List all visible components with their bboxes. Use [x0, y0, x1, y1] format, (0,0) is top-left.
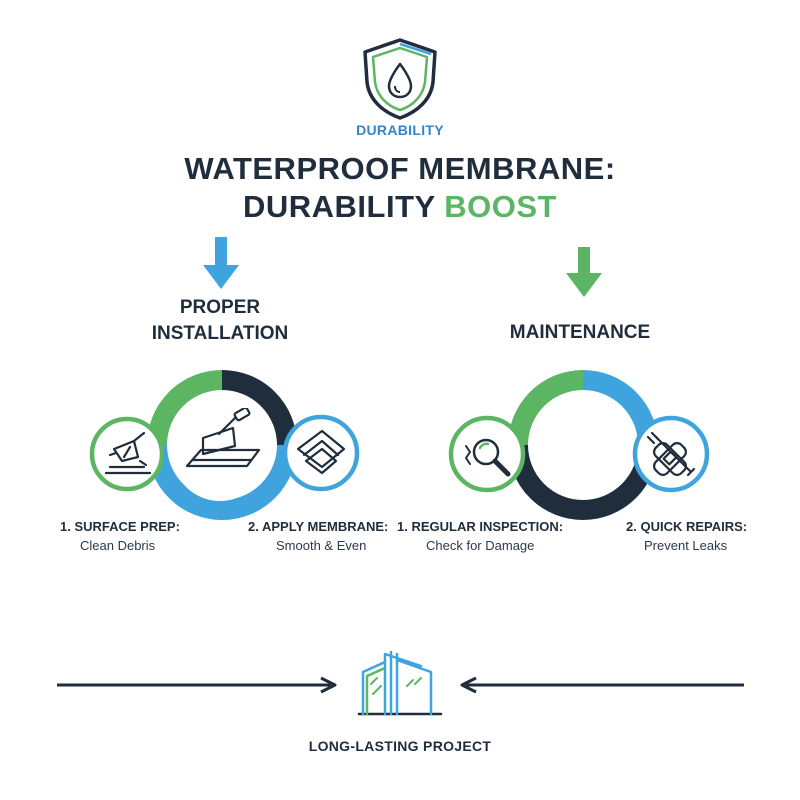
title-main: DURABILITY: [242, 189, 436, 224]
building-icon: [357, 650, 443, 716]
title-line-1: WATERPROOF MEMBRANE:: [184, 151, 616, 186]
step-apply-membrane-desc: Smooth & Even: [276, 538, 367, 553]
installation-title-line-1: PROPER: [179, 297, 261, 318]
arrow-down-blue-icon: [203, 237, 239, 289]
step-surface-prep-title: 1. SURFACE PREP:: [60, 519, 180, 534]
badge-label: DURABILITY: [356, 122, 444, 138]
arrow-left-icon: [460, 676, 744, 694]
membrane-roll-icon: [296, 429, 346, 475]
step-apply-membrane-title: 2. APPLY MEMBRANE:: [248, 519, 389, 534]
step-quick-repairs-desc: Prevent Leaks: [644, 538, 728, 553]
page-title: WATERPROOF MEMBRANE: DURABILITY BOOST: [50, 150, 750, 226]
wrench-bandage-icon: [646, 431, 696, 477]
step-regular-inspection-title: 1. REGULAR INSPECTION:: [397, 519, 564, 534]
trowel-membrane-icon: [185, 408, 261, 468]
step-quick-repairs-title: 2. QUICK REPAIRS:: [626, 519, 748, 534]
installation-title: PROPER INSTALLATION: [120, 295, 320, 347]
maintenance-cycle-diagram: [448, 370, 710, 520]
title-accent: BOOST: [444, 189, 557, 224]
step-regular-inspection-desc: Check for Damage: [426, 538, 535, 553]
scraper-brush-icon: [104, 431, 152, 475]
result-label: LONG-LASTING PROJECT: [308, 738, 492, 754]
title-line-2: DURABILITY BOOST: [50, 188, 750, 226]
shield-water-drop-icon: [363, 38, 437, 120]
arrow-right-icon: [57, 676, 337, 694]
arrow-down-green-icon: [566, 247, 602, 297]
step-surface-prep-desc: Clean Debris: [80, 538, 156, 553]
magnifier-icon: [465, 438, 511, 477]
maintenance-title: MAINTENANCE: [509, 322, 651, 343]
installation-title-line-2: INSTALLATION: [151, 323, 289, 344]
